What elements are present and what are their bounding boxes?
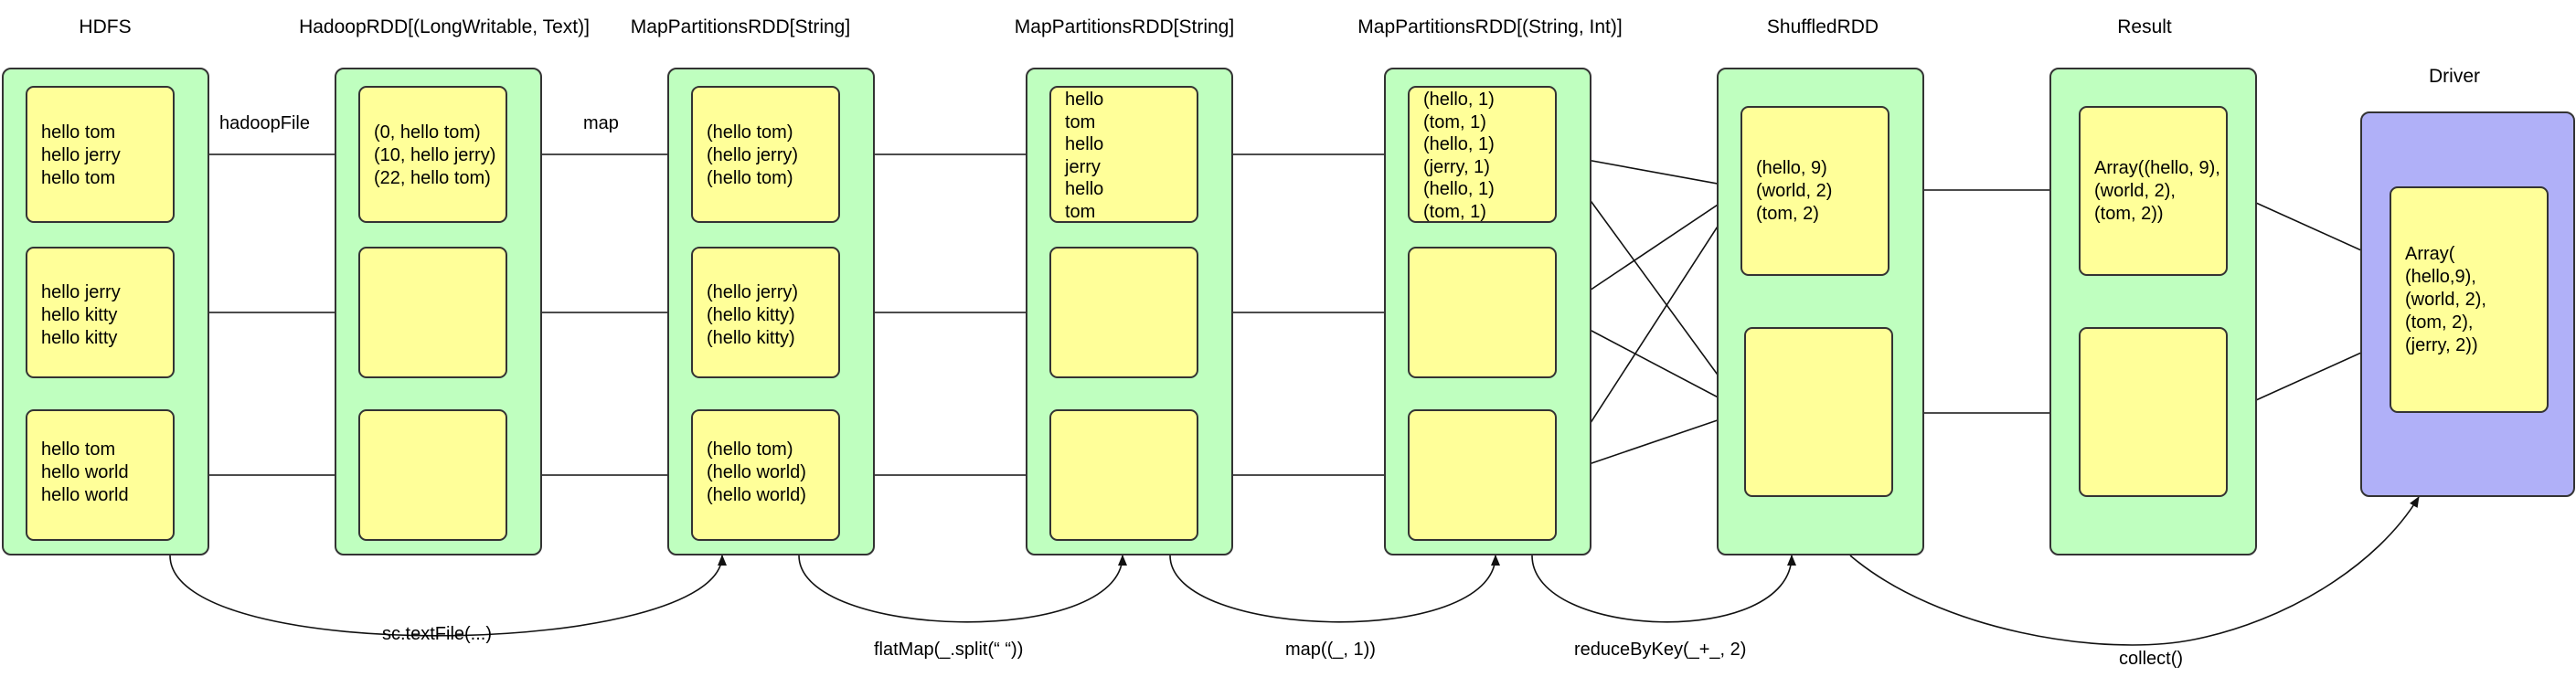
reducebykey-label: reduceByKey(_+_, 2) — [1574, 640, 1747, 660]
column-title-result: Result — [2117, 16, 2172, 37]
partition-text-line: hello jerry — [41, 145, 121, 165]
partition-text-line: (hello, 1) — [1423, 134, 1495, 154]
partition-text-line: (22, hello tom) — [374, 168, 491, 188]
partition-text-line: (hello jerry) — [707, 282, 799, 302]
column-title-map-partitions-rdd-2: MapPartitionsRDD[String] — [1014, 16, 1235, 37]
flatmap-label: flatMap(_.split(“ “)) — [874, 640, 1024, 660]
map-partitions-rdd-pairs-partition-2 — [1408, 247, 1557, 378]
partition-text-line: (hello tom) — [707, 439, 793, 460]
column-title-map-partitions-rdd-1: MapPartitionsRDD[String] — [630, 16, 851, 37]
partition-text-line: jerry — [1065, 156, 1101, 177]
partition-text-line: (hello kitty) — [707, 305, 795, 325]
partition-text-line: hello kitty — [41, 305, 118, 325]
partition-text-line: (hello kitty) — [707, 328, 795, 348]
partition-text-line: (world, 2), — [2405, 290, 2486, 310]
textfile-label: sc.textFile(...) — [382, 624, 493, 644]
column-title-driver: Driver — [2429, 66, 2480, 87]
partition-text-line: hello world — [41, 485, 129, 505]
partition-text-line: (world, 2), — [2094, 181, 2176, 201]
hadoop-rdd-partition-1: (0, hello tom)(10, hello jerry) (22, hell… — [358, 86, 507, 223]
partition-text-line: (hello jerry) — [707, 145, 799, 165]
partition-text-line: (hello, 9) — [1756, 158, 1827, 178]
partition-text-line: (hello tom) — [707, 168, 793, 188]
partition-text-line: Array((hello, 9), — [2094, 158, 2220, 178]
partition-text-line: (jerry, 2)) — [2405, 335, 2478, 355]
map-partitions-rdd-pairs-partition-3 — [1408, 409, 1557, 541]
curve-textfile — [169, 555, 727, 637]
partition-text-line: (tom, 1) — [1423, 111, 1486, 132]
curve-reducebykey — [1531, 555, 1796, 623]
shuffled-rdd-partition-2 — [1744, 327, 1893, 497]
hadoop-rdd-partition-2 — [358, 247, 507, 378]
partition-text-line: tom — [1065, 201, 1096, 222]
partition-text-line: (0, hello tom) — [374, 122, 481, 143]
hadoopfile-label: hadoopFile — [219, 113, 310, 133]
hadoop-rdd-partition-3 — [358, 409, 507, 541]
result-partition-1: Array((hello, 9), (world, 2), (tom, 2)) — [2079, 106, 2228, 276]
hdfs-partition-2: hello jerry hello kitty hello kitty — [26, 247, 175, 378]
map-partitions-rdd-2-partition-2 — [1049, 247, 1198, 378]
partition-text-line: hello tom — [41, 122, 116, 143]
column-title-shuffled-rdd: ShuffledRDD — [1766, 16, 1879, 37]
driver-result-array: Array( (hello,9), (world, 2),(tom, 2),(jer… — [2390, 186, 2549, 413]
partition-text-line: (hello world) — [707, 485, 806, 505]
partition-text-line: hello — [1065, 134, 1104, 154]
map-partitions-rdd-1-partition-3: (hello tom)(hello world)(hello world) — [691, 409, 840, 541]
partition-text-line: (world, 2) — [1756, 181, 1833, 201]
column-title-hadoop-rdd: HadoopRDD[(LongWritable, Text)] — [299, 16, 590, 37]
partition-text-line: (tom, 1) — [1423, 201, 1486, 222]
partition-text-line: (jerry, 1) — [1423, 156, 1490, 177]
partition-text-line: (tom, 2)) — [2094, 204, 2164, 224]
partition-text-line: hello tom — [41, 439, 116, 460]
partition-text-line: (tom, 2) — [1756, 204, 1819, 224]
partition-text-line: hello — [1065, 90, 1104, 110]
column-title-map-partitions-rdd-pairs: MapPartitionsRDD[(String, Int)] — [1357, 16, 1623, 37]
partition-text-line: (hello world) — [707, 462, 806, 482]
partition-text-line: hello kitty — [41, 328, 118, 348]
partition-text-line: Array( — [2405, 244, 2455, 264]
partition-text-line: hello — [1065, 179, 1104, 199]
partition-text-line: (tom, 2), — [2405, 312, 2474, 333]
curve-map-pairs — [1169, 555, 1500, 623]
partition-text-line: (hello, 1) — [1423, 90, 1495, 110]
curve-flatmap — [798, 555, 1127, 623]
column-title-hdfs: HDFS — [79, 16, 132, 37]
shuffled-rdd-partition-1: (hello, 9) (world, 2) (tom, 2) — [1740, 106, 1889, 276]
partition-text-line: hello world — [41, 462, 129, 482]
partition-text-line: hello jerry — [41, 282, 121, 302]
map-partitions-rdd-pairs-partition-1: (hello, 1)(tom, 1)(hello, 1)(jerry, 1)(h… — [1408, 86, 1557, 223]
result-partition-2 — [2079, 327, 2228, 497]
partition-text-line: (hello,9), — [2405, 267, 2476, 287]
map-partitions-rdd-1-partition-2: (hello jerry) (hello kitty) (hello kitty) — [691, 247, 840, 378]
map-label: map — [583, 113, 619, 133]
partition-text-line: (hello tom) — [707, 122, 793, 143]
partition-text-line: (hello, 1) — [1423, 179, 1495, 199]
collect-label: collect() — [2119, 649, 2184, 669]
map-pairs-label: map((_, 1)) — [1285, 640, 1376, 660]
curve-collect — [1849, 496, 2420, 646]
map-partitions-rdd-1-partition-1: (hello tom)(hello jerry)(hello tom) — [691, 86, 840, 223]
partition-text-line: hello tom — [41, 168, 116, 188]
partition-text-line: tom — [1065, 111, 1096, 132]
map-partitions-rdd-2-partition-3 — [1049, 409, 1198, 541]
partition-text-line: (10, hello jerry) — [374, 145, 496, 165]
